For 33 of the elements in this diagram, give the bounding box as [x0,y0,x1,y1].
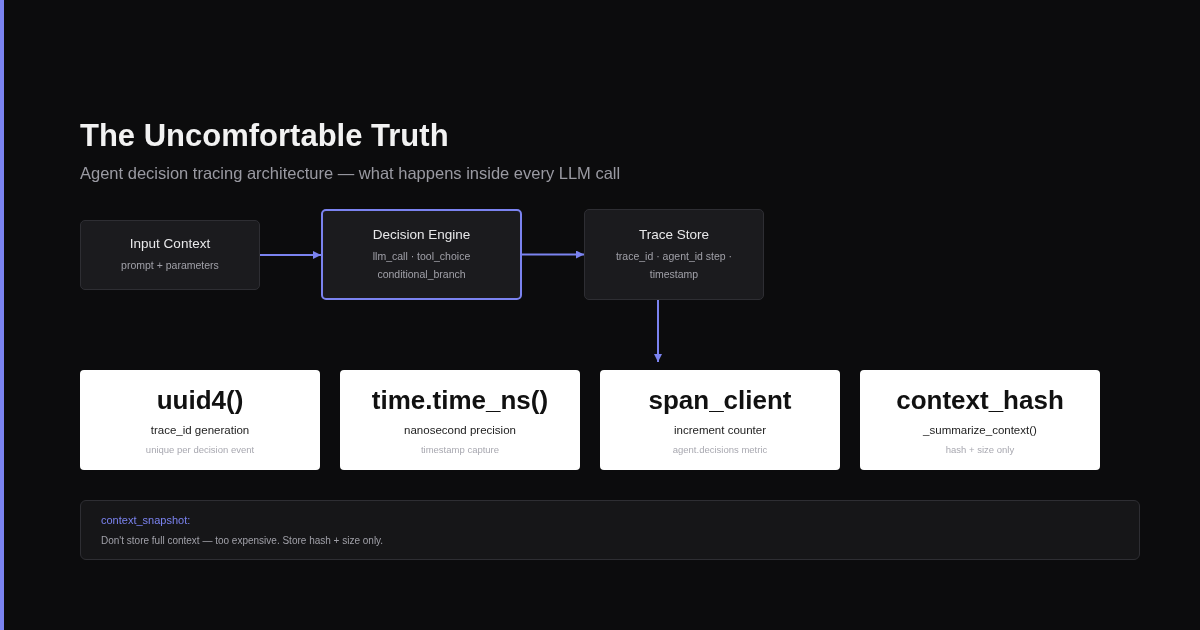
node-detail: trace_id · agent_id step · timestamp [615,248,733,282]
node-title: Input Context [129,236,211,251]
node-title: Decision Engine [372,226,471,242]
node-detail: prompt + parameters [120,258,220,273]
function-name: uuid4() [156,385,244,416]
function-card [340,370,580,470]
arrow [259,251,322,259]
node-detail: llm_call · tool_choice conditional_branch [371,248,472,282]
function-purpose: _summarize_context() [923,424,1037,436]
function-note: unique per decision event [145,444,255,455]
arrow [521,250,585,259]
function-purpose: trace_id generation [150,424,250,436]
process-box [80,220,260,290]
arrow [654,299,662,363]
function-card [80,370,320,470]
function-note: agent.decisions metric [672,444,768,455]
function-purpose: increment counter [673,424,766,436]
process-box [321,209,522,300]
note-panel [80,500,1140,560]
function-purpose: nanosecond precision [404,424,516,436]
node-title: Trace Store [639,226,709,242]
function-card [600,370,840,470]
process-box [584,209,764,300]
note-text: Don't store full context — too expensive. Store hash + size only. [101,535,384,546]
function-name: context_hash [896,385,1064,416]
note-heading: context_snapshot: [101,514,191,526]
function-card [860,370,1100,470]
function-name: time.time_ns() [371,385,549,416]
function-note: timestamp capture [420,444,500,455]
diagram-title: The Uncomfortable Truth [80,118,449,154]
subtitle: Agent decision tracing architecture — what happens inside every LLM call [80,164,621,183]
function-note: hash + size only [945,444,1015,455]
function-name: span_client [648,385,792,416]
